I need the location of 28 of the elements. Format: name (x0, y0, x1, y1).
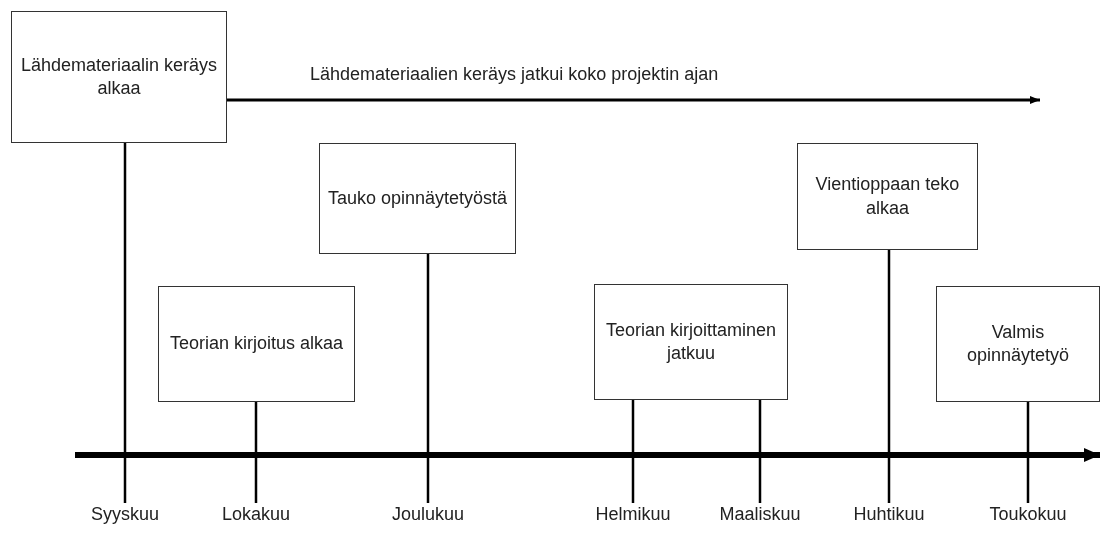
edge-label: Lähdemateriaalien keräys jatkui koko projektin ajan (310, 64, 719, 85)
connector-line (123, 143, 127, 503)
connector-line (887, 250, 891, 503)
connector-line (254, 402, 258, 503)
month-label: Toukokuu (973, 503, 1083, 525)
event-text: Lähdemateriaalin keräys alkaa (19, 53, 219, 100)
month-label: Joulukuu (373, 503, 483, 525)
connector-line (758, 400, 762, 503)
event-text: Tauko opinnäytetyöstä (327, 186, 508, 210)
month-label: Huhtikuu (834, 503, 944, 525)
connector-line (426, 254, 430, 503)
connector-line (1026, 402, 1030, 503)
event-text: Teorian kirjoitus alkaa (169, 332, 344, 356)
event-box (594, 284, 788, 400)
event-box (11, 11, 227, 143)
event-box (319, 143, 516, 254)
connector-line (631, 400, 635, 503)
month-label: Lokakuu (201, 503, 311, 525)
month-label: Syyskuu (70, 503, 180, 525)
event-box (797, 143, 978, 250)
event-text: Valmis opinnäytetyö (965, 320, 1071, 367)
event-text: Vientioppaan teko alkaa (814, 173, 961, 220)
event-box (158, 286, 355, 402)
month-label: Helmikuu (578, 503, 688, 525)
event-box (936, 286, 1100, 402)
month-label: Maaliskuu (705, 503, 815, 525)
arrow (227, 96, 1040, 104)
event-text: Teorian kirjoittaminen jatkuu (604, 318, 778, 365)
